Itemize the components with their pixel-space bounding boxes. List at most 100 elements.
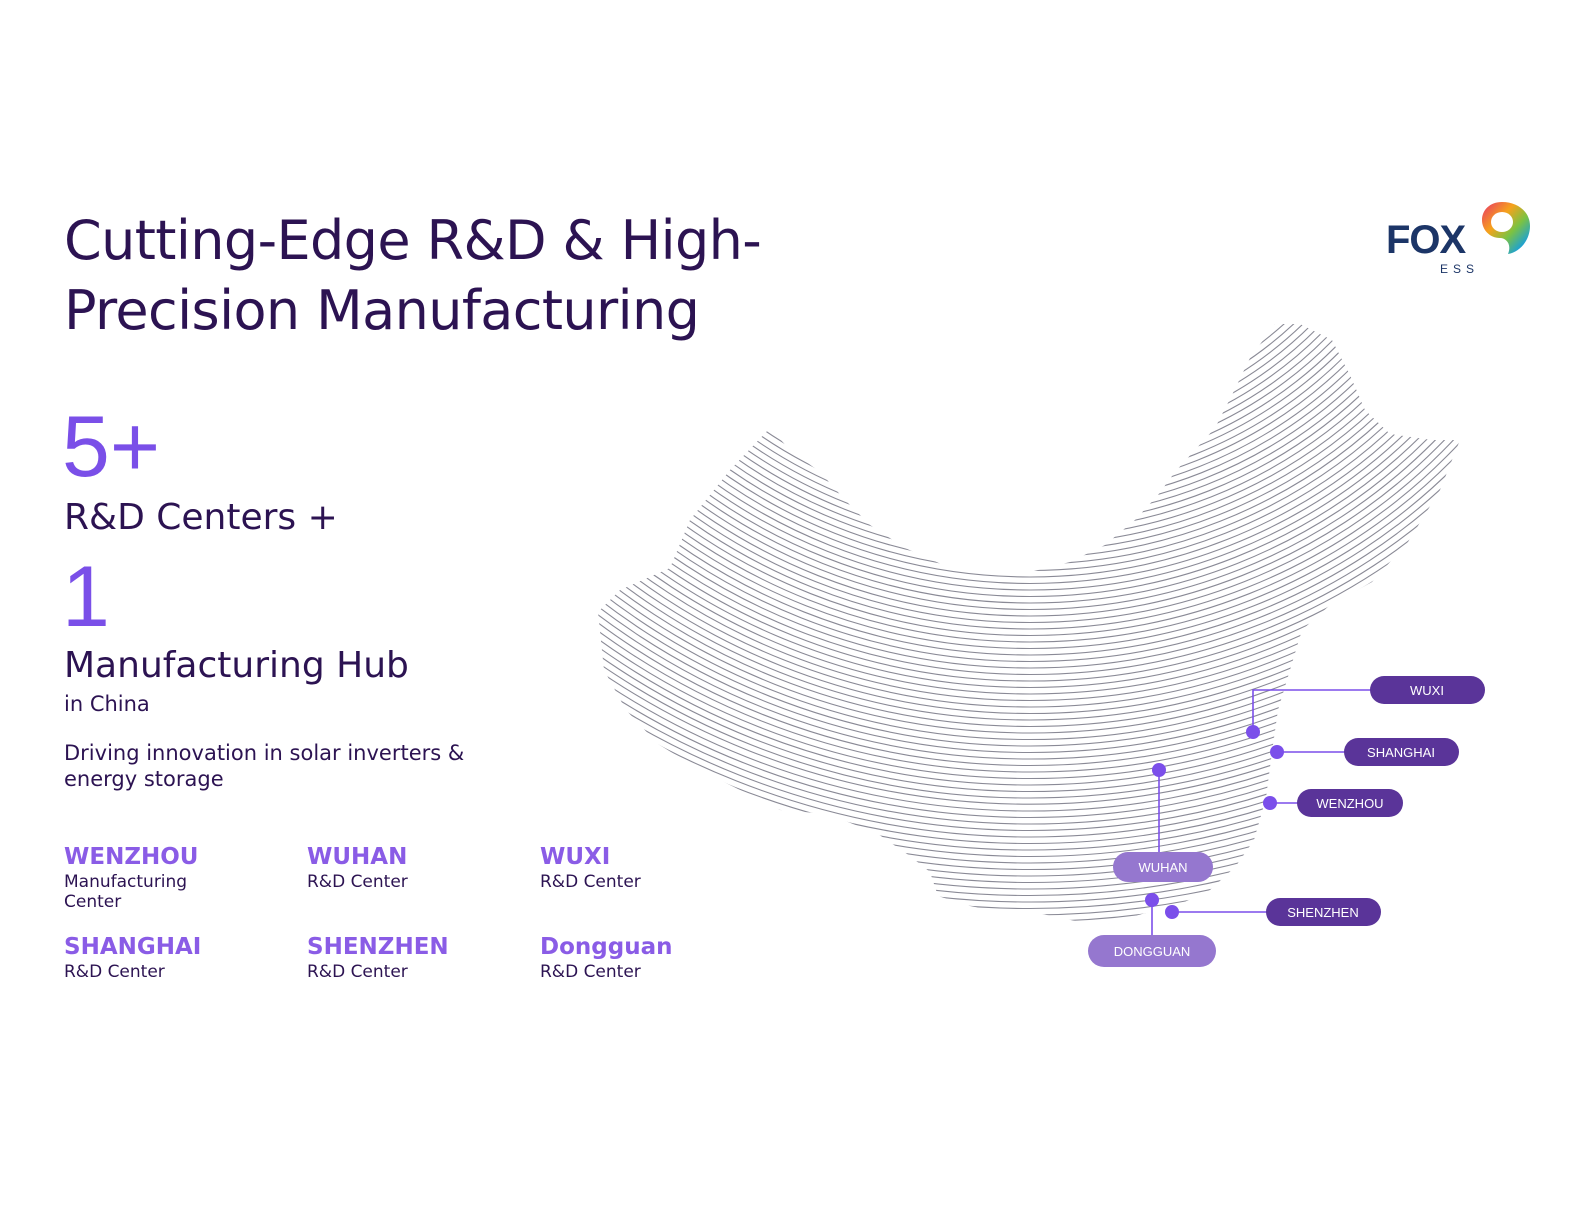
location-name: SHANGHAI (64, 934, 202, 960)
map-stripe (598, 324, 1460, 611)
map-stripe (598, 324, 1460, 924)
location-name: Dongguan (540, 934, 673, 960)
map-stripe (598, 324, 1460, 779)
map-stripe (598, 324, 1460, 487)
map-stripe (654, 324, 1406, 415)
pin-shenzhen: SHENZHEN (1266, 898, 1381, 926)
map-stripe (598, 324, 1460, 474)
map-stripe (598, 324, 1460, 877)
location-role: R&D Center (307, 962, 408, 982)
logo-subtext: ESS (1440, 262, 1480, 276)
pin-label: DONGGUAN (1114, 944, 1191, 959)
map-stripe (598, 324, 1460, 924)
logo-mark-icon (1482, 202, 1530, 254)
location-name: WENZHOU (64, 844, 199, 870)
page-title: Cutting-Edge R&D & High-Precision Manufa… (64, 209, 762, 342)
location-wuhan: WUHAN R&D Center (307, 842, 527, 892)
map-stripe (598, 324, 1460, 896)
location-name: WUXI (540, 844, 611, 870)
map-stripe (598, 324, 1460, 701)
map-stripe (598, 324, 1460, 539)
map-stripe (635, 324, 1425, 435)
map-stripe (598, 324, 1460, 825)
rd-label: R&D Centers + (64, 497, 338, 538)
map-stripe (598, 324, 1460, 890)
location-name: WUHAN (307, 844, 408, 870)
pin-label: WUHAN (1138, 860, 1187, 875)
map-stripe (598, 324, 1460, 916)
map-stripe (598, 324, 1460, 519)
map-stripe (598, 324, 1460, 884)
tagline: Driving innovation in solar inverters & … (64, 741, 465, 791)
map-stripe (598, 324, 1460, 533)
pin-shanghai: SHANGHAI (1344, 738, 1459, 766)
map-stripe (598, 324, 1460, 708)
map-stripe (674, 324, 1386, 396)
map-stripe (598, 324, 1460, 585)
map-stripe (598, 324, 1460, 924)
map-stripe (598, 324, 1460, 786)
map-stripe (598, 324, 1460, 604)
map-stripe (602, 324, 1458, 468)
location-name: SHENZHEN (307, 934, 449, 960)
china-map: WUXI SHANGHAI WENZHOU WUHAN SHENZHEN DON… (598, 324, 1485, 967)
pin-wuxi: WUXI (1370, 676, 1485, 704)
map-stripe (598, 324, 1460, 552)
map-stripe (598, 324, 1460, 721)
mfg-count: 1 (62, 549, 110, 645)
map-stripe (598, 324, 1460, 669)
map-stripe (598, 324, 1460, 805)
map-stripe (598, 324, 1460, 649)
mfg-label: Manufacturing Hub (64, 645, 409, 686)
map-stripe (598, 324, 1460, 773)
pin-label: SHANGHAI (1367, 745, 1435, 760)
map-stripe (598, 324, 1460, 617)
map-stripe (598, 324, 1460, 870)
pin-wuhan: WUHAN (1113, 852, 1213, 882)
map-stripe (615, 324, 1445, 454)
map-stripe (598, 324, 1460, 812)
map-stripe (598, 324, 1460, 767)
map-stripe (598, 324, 1460, 500)
map-stripe (598, 324, 1460, 851)
pin-label: SHENZHEN (1287, 905, 1359, 920)
pin-label: WUXI (1410, 683, 1444, 698)
map-stripe (680, 324, 1380, 389)
map-stripe (598, 324, 1460, 695)
map-stripe (732, 324, 1328, 337)
location-role: R&D Center (540, 872, 641, 892)
map-stripe (598, 324, 1460, 741)
map-stripe (598, 324, 1460, 656)
map-stripe (598, 324, 1460, 526)
pin-dots (1145, 725, 1284, 919)
mfg-sublabel: in China (64, 692, 150, 716)
map-stripe (719, 324, 1341, 350)
location-wuxi: WUXI R&D Center (540, 842, 760, 892)
map-stripe (713, 324, 1347, 357)
map-stripes (598, 324, 1460, 924)
brand-logo: FOX ESS (1382, 196, 1542, 286)
map-stripe (706, 324, 1354, 364)
map-stripe (598, 324, 1460, 643)
map-stripe (598, 324, 1460, 924)
map-stripe (726, 324, 1334, 344)
map-stripe (598, 324, 1460, 924)
map-stripe (700, 324, 1360, 370)
pin-dongguan: DONGGUAN (1088, 935, 1216, 967)
location-shenzhen: SHENZHEN R&D Center (307, 932, 527, 982)
map-stripe (609, 324, 1451, 461)
map-stripe (661, 324, 1399, 409)
map-stripe (598, 324, 1460, 578)
map-stripe (598, 324, 1460, 819)
map-stripe (598, 324, 1460, 675)
map-stripe (598, 324, 1460, 591)
map-stripe (598, 324, 1460, 715)
map-stripe (598, 324, 1460, 832)
map-stripe (598, 324, 1460, 734)
map-stripe (598, 324, 1460, 597)
location-shanghai: SHANGHAI R&D Center (64, 932, 284, 982)
location-role: R&D Center (540, 962, 641, 982)
map-stripe (598, 324, 1460, 623)
location-role: R&D Center (307, 872, 408, 892)
